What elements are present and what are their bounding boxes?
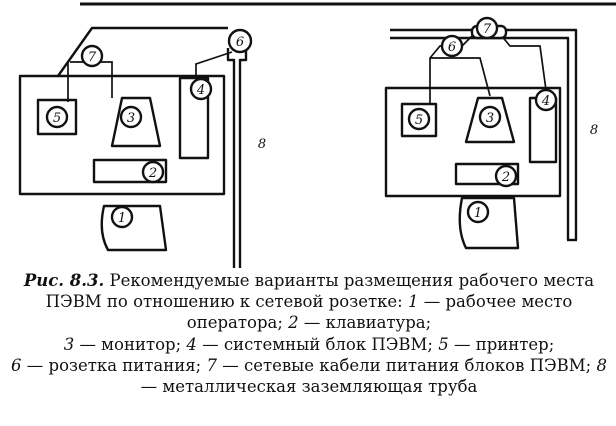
caption-item: 2 — клавиатура; — [288, 313, 432, 333]
left-panel: 7 6 5 3 4 2 1 8 — [18, 26, 266, 268]
left-label-circle-2 — [141, 160, 165, 184]
left-workplace — [100, 204, 168, 252]
right-printer — [400, 102, 438, 138]
left-cable-to-monitor — [70, 61, 113, 98]
left-label-circle-5 — [45, 105, 69, 129]
right-label-circle-7 — [475, 16, 499, 40]
left-label-4: 4 — [196, 83, 205, 98]
right-label-8: 8 — [590, 123, 598, 138]
caption-item: 6 — розетка питания; — [11, 355, 202, 375]
left-socket — [227, 28, 253, 54]
caption-item: 3 — монитор; — [63, 334, 182, 354]
right-cable-to-left — [429, 33, 475, 90]
right-label-circle-4 — [534, 88, 558, 112]
left-label-6: 6 — [236, 35, 244, 50]
right-desk — [384, 86, 562, 198]
left-printer — [36, 98, 78, 136]
right-label-1: 1 — [474, 206, 482, 221]
right-label-circle-6 — [440, 34, 464, 58]
left-label-circle-7 — [80, 44, 104, 68]
right-keyboard — [454, 162, 520, 186]
left-desk — [18, 74, 226, 196]
caption-item: 7 — сетевые кабели питания блоков ПЭВМ; — [206, 355, 592, 375]
left-monitor — [110, 96, 162, 148]
left-label-5: 5 — [53, 111, 61, 126]
right-label-7: 7 — [483, 22, 492, 37]
right-label-2: 2 — [501, 170, 510, 185]
caption-item: 8 — металлическая заземляющая труба — [140, 355, 607, 397]
left-label-circle-3 — [119, 105, 143, 129]
caption-item: 5 — принтер; — [438, 334, 555, 354]
left-pipe — [226, 48, 236, 268]
right-cable-to-monitor — [430, 57, 491, 97]
figure-diagram: 7 6 5 3 4 2 1 8 — [18, 2, 616, 268]
left-label-7: 7 — [88, 50, 97, 65]
right-label-circle-1 — [466, 200, 490, 224]
right-label-3: 3 — [486, 111, 494, 126]
right-workplace — [458, 196, 520, 250]
right-label-5: 5 — [415, 113, 423, 128]
left-label-circle-4 — [189, 77, 213, 101]
right-cable-to-right — [499, 33, 547, 91]
right-pipe — [390, 28, 578, 240]
right-panel: 7 6 5 3 4 2 1 8 — [384, 16, 598, 250]
right-monitor — [464, 96, 516, 144]
caption-figure-label: Рис. 8.3. — [23, 271, 105, 290]
right-label-4: 4 — [541, 94, 550, 109]
left-keyboard — [92, 158, 168, 184]
figure-caption: Рис. 8.3. Рекомендуемые варианты размеще… — [10, 270, 608, 397]
right-label-circle-3 — [478, 105, 502, 129]
left-label-1: 1 — [118, 211, 126, 226]
right-label-6: 6 — [448, 40, 456, 55]
left-label-2: 2 — [148, 166, 157, 181]
left-pipe-inner — [238, 48, 248, 268]
caption-item: 1 — рабочее место оператора; — [186, 292, 573, 333]
caption-title: Рекомендуемые варианты размещения рабоче… — [45, 271, 595, 312]
left-label-8: 8 — [258, 137, 266, 152]
left-label-circle-1 — [110, 205, 134, 229]
left-label-3: 3 — [127, 111, 135, 126]
left-cable-to-desk — [57, 26, 228, 77]
right-label-circle-2 — [494, 164, 518, 188]
caption-item: 4 — системный блок ПЭВМ; — [186, 334, 433, 354]
left-system-unit — [178, 76, 210, 160]
right-label-circle-5 — [407, 107, 431, 131]
left-cable-to-system-unit — [195, 51, 233, 78]
